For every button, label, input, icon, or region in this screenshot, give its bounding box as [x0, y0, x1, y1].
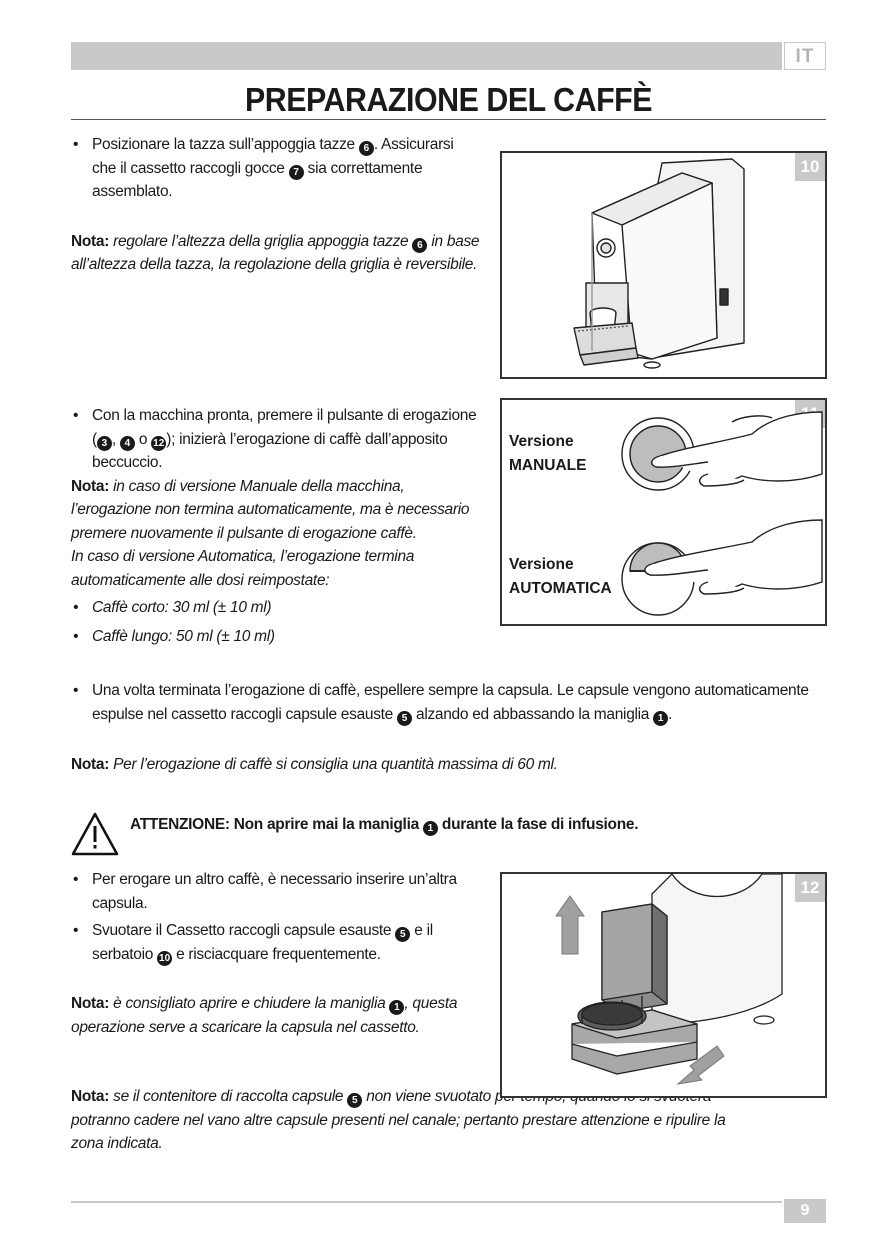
- ref-number: 6: [358, 141, 374, 156]
- warning-icon: [71, 812, 119, 856]
- ref-number: 5: [395, 927, 411, 942]
- bullet-another-coffee: Per erogare un altro caffè, è necessario…: [71, 868, 480, 915]
- page-number: 9: [784, 1199, 826, 1223]
- figure-12: 12: [500, 872, 827, 1098]
- section-eject-capsule: Una volta terminata l’erogazione di caff…: [71, 679, 829, 777]
- warning-text: ATTENZIONE: Non aprire mai la maniglia 1…: [130, 816, 639, 836]
- language-badge: IT: [784, 42, 826, 70]
- figure-10: 10: [500, 151, 827, 379]
- ref-number: 10: [157, 950, 173, 966]
- bullet-eject-capsule: Una volta terminata l’erogazione di caff…: [71, 679, 829, 726]
- dose-short: Caffè corto: 30 ml (± 10 ml): [71, 596, 480, 620]
- ref-number: 1: [653, 710, 669, 726]
- bullet-empty-drawer: Svuotare il Cassetto raccogli capsule es…: [71, 919, 480, 966]
- ref-number: 7: [288, 164, 304, 180]
- ref-number: 3: [96, 435, 112, 451]
- ref-number: 4: [119, 435, 135, 451]
- note-manual-version: Nota: in caso di versione Manuale della …: [71, 477, 470, 542]
- figure-number: 10: [795, 153, 825, 181]
- bullet-cup-placement: Posizionare la tazza sull’appoggia tazze…: [71, 133, 480, 204]
- capsule-drawer-illustration: [555, 874, 783, 1085]
- footer-bar: [71, 1201, 782, 1203]
- ref-number: 1: [422, 821, 438, 836]
- coffee-machine-illustration: [573, 158, 745, 369]
- note-handle-operation: Nota: è consigliato aprire e chiudere la…: [71, 995, 458, 1036]
- note-grid-height: Nota: regolare l’altezza della griglia a…: [71, 232, 480, 274]
- header-bar: [71, 42, 782, 70]
- note-automatic-version: In caso di versione Automatica, l’erogaz…: [71, 548, 415, 589]
- dose-long: Caffè lungo: 50 ml (± 10 ml): [71, 625, 480, 649]
- page-title: PREPARAZIONE DEL CAFFÈ: [244, 81, 653, 118]
- button-press-illustration: [621, 411, 823, 616]
- ref-number: 6: [412, 237, 428, 253]
- bullet-press-button: Con la macchina pronta, premere il pulsa…: [71, 404, 480, 475]
- ref-number: 5: [397, 710, 412, 726]
- section-next-coffee: Per erogare un altro caffè, è necessario…: [71, 868, 480, 1039]
- ref-number: 12: [151, 435, 167, 451]
- section-cup-placement: Posizionare la tazza sull’appoggia tazze…: [71, 133, 480, 277]
- figure-number: 12: [795, 874, 825, 902]
- title-divider: [71, 119, 826, 120]
- ref-number: 1: [389, 1000, 405, 1015]
- section-brewing: Con la macchina pronta, premere il pulsa…: [71, 404, 480, 648]
- note-max-quantity: Nota: Per l’erogazione di caffè si consi…: [71, 756, 558, 773]
- ref-number: 5: [347, 1093, 363, 1108]
